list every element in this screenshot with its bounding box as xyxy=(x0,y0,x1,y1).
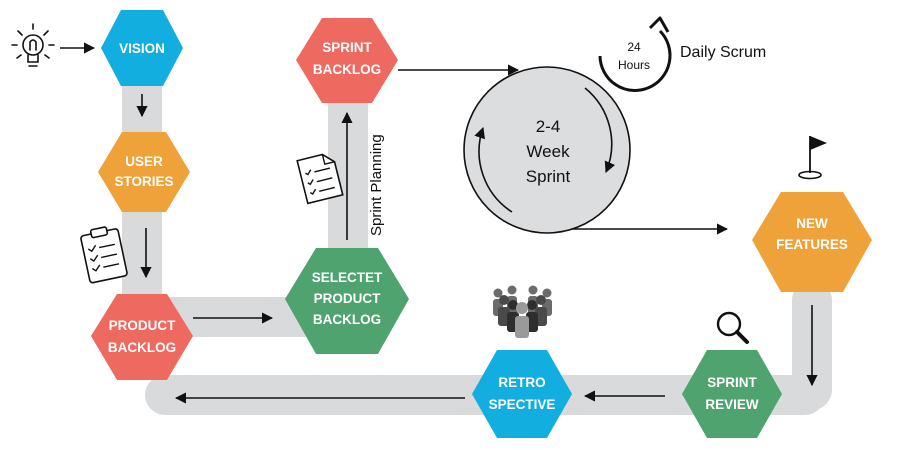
retrospective-hexagon xyxy=(472,350,572,438)
node-product-backlog: PRODUCT BACKLOG xyxy=(91,294,193,380)
vision-label: VISION xyxy=(119,41,165,56)
checklist-document-icon xyxy=(296,153,344,205)
clipboard-icon xyxy=(80,226,128,284)
sprint-planning-label: Sprint Planning xyxy=(368,134,385,236)
selected-backlog-label-line2: PRODUCT xyxy=(314,291,382,306)
selected-backlog-label-line3: BACKLOG xyxy=(313,312,381,327)
node-retrospective: RETRO SPECTIVE xyxy=(472,350,572,438)
retrospective-label-line2: SPECTIVE xyxy=(489,397,556,412)
cycle-arrow-left xyxy=(474,126,513,213)
sprint-review-label-line2: REVIEW xyxy=(705,397,759,412)
daily-scrum-cycle-arc xyxy=(598,29,672,92)
sprint-cycle: 2-4 Week Sprint xyxy=(463,66,631,234)
user-stories-label-line2: STORIES xyxy=(114,174,173,189)
sprint-review-hexagon xyxy=(682,350,782,438)
selected-backlog-label-line1: SELECTET xyxy=(312,270,383,285)
sprint-backlog-label-line1: SPRINT xyxy=(322,40,372,55)
sprint-backlog-hexagon xyxy=(296,18,398,103)
golf-flag-icon xyxy=(798,136,827,180)
sprint-week-label: Week xyxy=(526,142,570,161)
node-new-features: NEW FEATURES xyxy=(752,192,872,292)
new-features-hexagon xyxy=(752,192,872,292)
node-vision: VISION xyxy=(101,10,183,86)
daily-scrum: 24 Hours Daily Scrum xyxy=(598,16,766,92)
product-backlog-hexagon xyxy=(91,294,193,380)
user-stories-label-line1: USER xyxy=(125,154,163,169)
daily-scrum-hours-value: 24 xyxy=(627,40,641,54)
lightbulb-icon xyxy=(11,23,55,67)
node-sprint-review: SPRINT REVIEW xyxy=(682,350,782,438)
sprint-review-label-line1: SPRINT xyxy=(707,375,757,390)
daily-scrum-arrowhead-icon xyxy=(648,16,670,33)
sprint-word-label: Sprint xyxy=(526,167,571,186)
cycle-arrow-right xyxy=(584,87,616,174)
product-backlog-label-line1: PRODUCT xyxy=(109,318,177,333)
new-features-label-line1: NEW xyxy=(796,216,828,231)
node-user-stories: USER STORIES xyxy=(98,132,190,212)
flow-arrows xyxy=(60,42,818,404)
sprint-duration-label: 2-4 xyxy=(536,117,561,136)
daily-scrum-hours-unit: Hours xyxy=(618,58,650,72)
selected-backlog-hexagon xyxy=(285,248,409,354)
product-backlog-label-line2: BACKLOG xyxy=(108,340,176,355)
sprint-backlog-label-line2: BACKLOG xyxy=(313,62,381,77)
node-selected-product-backlog: SELECTET PRODUCT BACKLOG xyxy=(285,248,409,354)
daily-scrum-label: Daily Scrum xyxy=(680,44,766,61)
vision-hexagon xyxy=(101,10,183,86)
sprint-cycle-circle xyxy=(463,66,631,234)
node-sprint-backlog: SPRINT BACKLOG xyxy=(296,18,398,103)
retrospective-label-line1: RETRO xyxy=(498,375,545,390)
team-people-icon xyxy=(493,285,552,338)
magnifier-icon xyxy=(716,311,749,344)
user-stories-hexagon xyxy=(98,132,190,212)
new-features-label-line2: FEATURES xyxy=(776,237,848,252)
